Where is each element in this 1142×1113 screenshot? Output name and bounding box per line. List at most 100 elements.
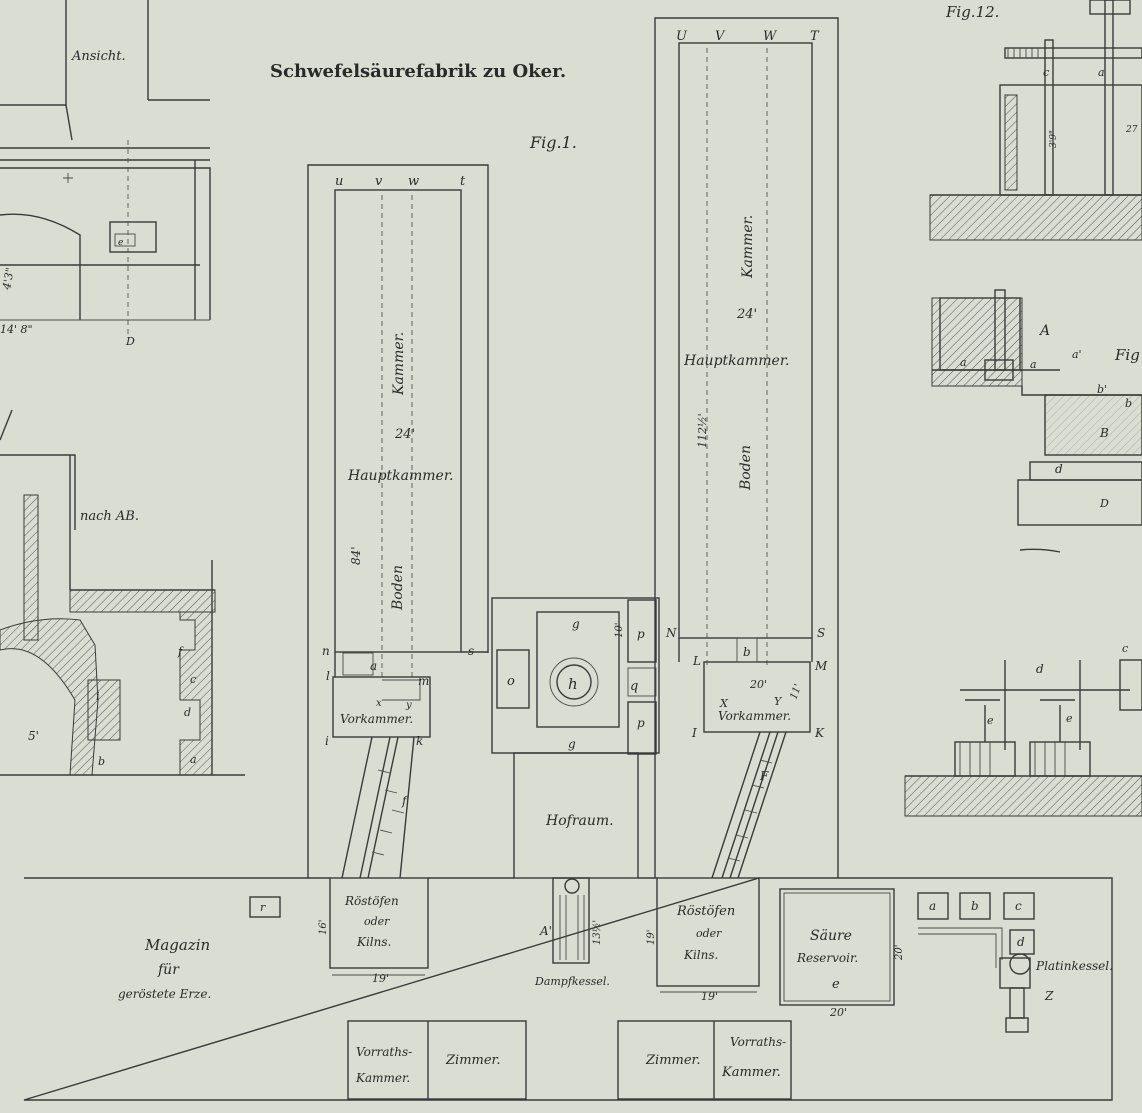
dim-5: 5' xyxy=(28,729,39,743)
bottom-building xyxy=(23,877,1113,1101)
right-chamber xyxy=(654,17,839,987)
roestoefen-left: Röstöfen xyxy=(344,894,399,908)
nach-ab-label: nach AB. xyxy=(80,509,139,524)
label-b: b xyxy=(98,755,105,768)
label-b-fig: b xyxy=(1125,397,1132,410)
dim-19-right-kiln: 19' xyxy=(701,990,718,1003)
middle-block xyxy=(249,597,660,964)
dim-4-3: 4'3" xyxy=(0,267,17,292)
label-N: N xyxy=(665,626,677,640)
vorraths-left: Vorraths- xyxy=(356,1045,412,1059)
label-g-top: g xyxy=(572,617,580,631)
label-D: D xyxy=(125,335,135,348)
label-A-fig: A xyxy=(1038,323,1050,339)
fig-1-label: Fig.1. xyxy=(529,133,577,152)
label-a: a xyxy=(190,753,197,766)
fuer-label: für xyxy=(157,962,180,978)
dim-11: 11' xyxy=(788,683,804,701)
label-a-fig12: a xyxy=(1098,66,1105,79)
label-r: r xyxy=(260,901,266,914)
label-d-box: d xyxy=(1017,935,1025,949)
label-c-shaft: c xyxy=(1122,642,1128,655)
vorraths-right: Vorraths- xyxy=(730,1035,786,1049)
label-q: q xyxy=(630,679,638,694)
label-d-shaft: d xyxy=(1036,662,1044,676)
kammer-label-left: Kammer. xyxy=(391,332,407,396)
label-b-right: b xyxy=(743,645,751,659)
label-u: u xyxy=(335,174,343,189)
dim-84: 84' xyxy=(349,546,363,565)
left-section-view xyxy=(0,409,245,776)
label-I: I xyxy=(691,726,697,740)
label-h: h xyxy=(568,675,578,693)
fig-partial-label: Fig xyxy=(1114,346,1140,364)
kammer-right-room: Kammer. xyxy=(721,1065,781,1080)
fig-12-label: Fig.12. xyxy=(945,3,999,21)
label-s: s xyxy=(468,644,474,658)
label-i: i xyxy=(96,690,100,703)
kilns-right: Kilns. xyxy=(683,948,718,962)
kammer-left-room: Kammer. xyxy=(355,1071,410,1085)
dim-24-left: 24' xyxy=(394,427,415,442)
label-B-fig: B xyxy=(1099,426,1109,440)
label-y: y xyxy=(405,700,412,711)
kilns-left: Kilns. xyxy=(356,935,391,949)
zimmer-right: Zimmer. xyxy=(645,1053,700,1068)
label-e1: e xyxy=(987,714,994,727)
magazin-label: Magazin xyxy=(144,936,210,954)
dim-27: 27 xyxy=(1125,125,1138,135)
boden-label-right: Boden xyxy=(738,445,754,491)
zimmer-left: Zimmer. xyxy=(445,1053,500,1068)
label-Y: Y xyxy=(774,695,783,708)
label-p-top: p xyxy=(637,627,645,641)
dim-10: 10' xyxy=(614,623,625,638)
label-w: w xyxy=(408,174,419,189)
label-K: K xyxy=(814,726,825,740)
ansicht-label: Ansicht. xyxy=(71,49,126,64)
label-S: S xyxy=(817,626,825,640)
dim-3-9: 3'9" xyxy=(1049,130,1059,148)
label-T: T xyxy=(810,29,820,44)
label-a2: a xyxy=(1030,358,1037,371)
label-e2: e xyxy=(1066,712,1073,725)
boden-label-left: Boden xyxy=(390,565,406,611)
label-t: t xyxy=(460,174,466,189)
left-chamber xyxy=(307,164,489,969)
label-x: x xyxy=(376,698,382,709)
reservoir-label: Reservoir. xyxy=(796,951,858,965)
label-o: o xyxy=(507,674,515,689)
label-a-left: a xyxy=(370,659,377,673)
roestoefen-right: Röstöfen xyxy=(676,904,735,919)
platinkessel-label: Platinkessel. xyxy=(1035,959,1113,973)
label-e-left: e xyxy=(118,238,123,248)
hauptkammer-label-right: Hauptkammer. xyxy=(683,353,789,369)
label-v: v xyxy=(375,174,383,189)
label-m: m xyxy=(418,674,429,688)
label-a1: a xyxy=(960,356,967,369)
right-detail-views xyxy=(904,0,1142,817)
oder-left: oder xyxy=(364,915,390,928)
hauptkammer-label-left: Hauptkammer. xyxy=(347,468,453,484)
label-c-box: c xyxy=(1015,899,1022,913)
label-d-fig: d xyxy=(1055,462,1063,476)
label-a-box: a xyxy=(929,899,936,913)
hofraum-label: Hofraum. xyxy=(545,813,614,829)
dim-19-left-kiln: 19' xyxy=(372,972,389,985)
label-d: d xyxy=(184,706,191,719)
label-k: k xyxy=(416,734,423,748)
label-f-chamber: f xyxy=(401,794,409,808)
label-g-bottom: g xyxy=(568,737,576,751)
label-p-bottom: p xyxy=(637,716,645,730)
label-W: W xyxy=(763,29,778,44)
dampfkessel-label: Dampfkessel. xyxy=(534,975,610,988)
label-c: c xyxy=(190,673,196,686)
label-i-chamber: i xyxy=(325,734,329,748)
label-n: n xyxy=(322,644,330,658)
dim-20-reservoir: 20' xyxy=(829,1006,847,1019)
label-F: F xyxy=(759,769,769,783)
label-X: X xyxy=(719,697,729,710)
label-V: V xyxy=(715,29,726,44)
dim-112: 112½' xyxy=(696,413,709,448)
label-b-prime: b' xyxy=(1097,383,1107,396)
